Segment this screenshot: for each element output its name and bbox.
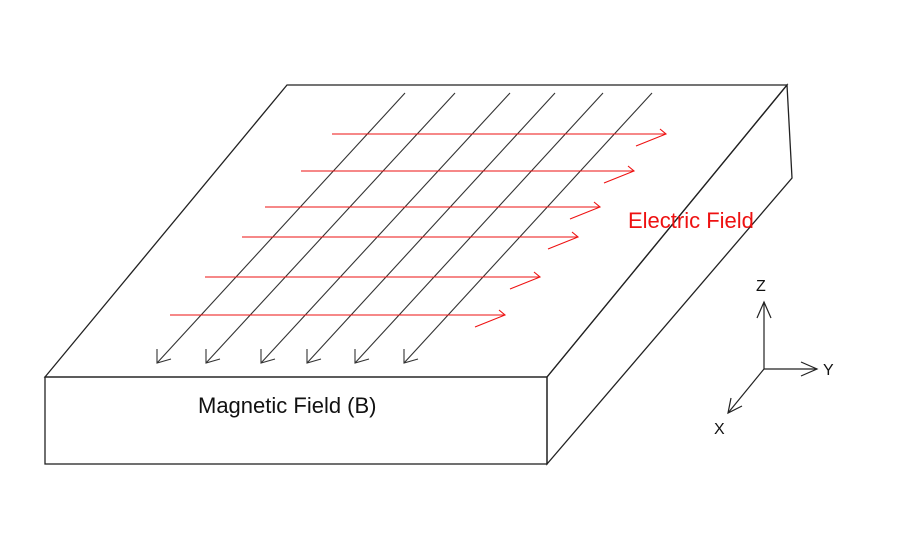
slab-front-face (44, 376, 548, 465)
slab-side-face (546, 83, 793, 466)
magnetic-field-line (260, 92, 511, 364)
electric-field-arrowhead (474, 309, 507, 328)
magnetic-field-arrowhead (306, 349, 322, 364)
electric-field-arrowhead (603, 165, 636, 184)
y-axis-arrowhead (800, 361, 819, 377)
magnetic-field-line (205, 92, 456, 364)
magnetic-field-lines (156, 92, 653, 364)
magnetic-field-arrowhead (354, 349, 370, 364)
magnetic-field-arrowhead (205, 349, 221, 364)
magnetic-field-arrowhead (403, 349, 419, 364)
magnetic-field-arrowhead (260, 349, 276, 364)
z-axis-arrowhead (756, 300, 772, 319)
magnetic-field-arrowhead (156, 349, 172, 364)
electric-field-arrowhead (509, 271, 542, 290)
z-axis-label: Z (756, 278, 766, 295)
electric-field-label: Electric Field (628, 208, 754, 233)
electric-field-arrows (170, 128, 668, 328)
magnetic-field-line (403, 92, 653, 364)
electric-field-arrowhead (635, 128, 668, 147)
magnetic-field-line (156, 92, 406, 364)
magnetic-field-line (354, 92, 604, 364)
x-axis-label: X (714, 421, 725, 438)
x-axis-line (727, 368, 765, 414)
electric-field-arrowhead (547, 231, 580, 250)
y-axis-label: Y (823, 362, 834, 379)
slab (43, 83, 793, 466)
x-axis-arrowhead (727, 397, 743, 415)
electric-field-arrowhead (569, 201, 602, 220)
coordinate-axes (727, 300, 819, 415)
magnetic-field-line (306, 92, 556, 364)
magnetic-field-label: Magnetic Field (B) (198, 393, 377, 418)
